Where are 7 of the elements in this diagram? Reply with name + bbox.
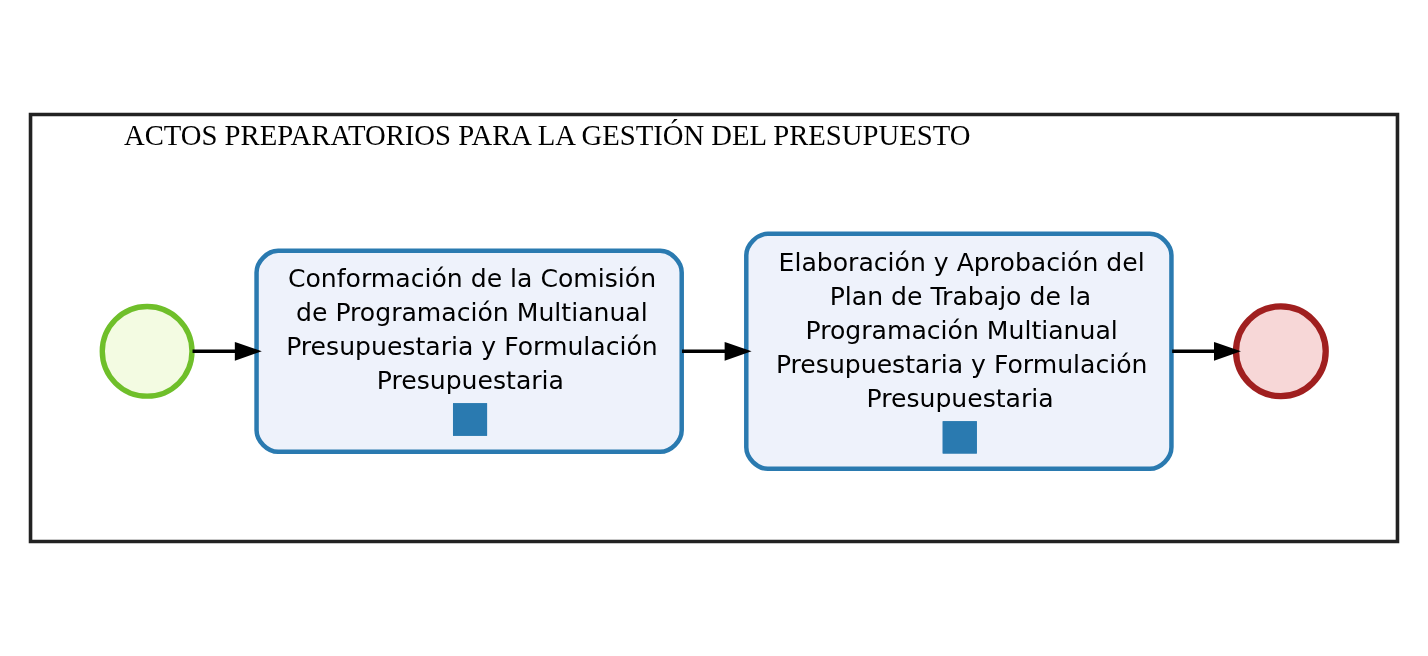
arrow	[682, 341, 752, 361]
node-circle	[1232, 303, 1329, 400]
arrow	[1172, 341, 1241, 361]
node-box: Elaboración y Aprobación del Plan de Trabajo de la Programación Multianual Presupuestaria y Formulación Presupuestaria	[744, 231, 1174, 472]
arrow	[192, 341, 262, 361]
node-box: Conformación de la Comisión de Programación Multianual Presupuestaria y Formulación Presupuestaria	[254, 248, 684, 454]
node-circle	[99, 303, 195, 399]
